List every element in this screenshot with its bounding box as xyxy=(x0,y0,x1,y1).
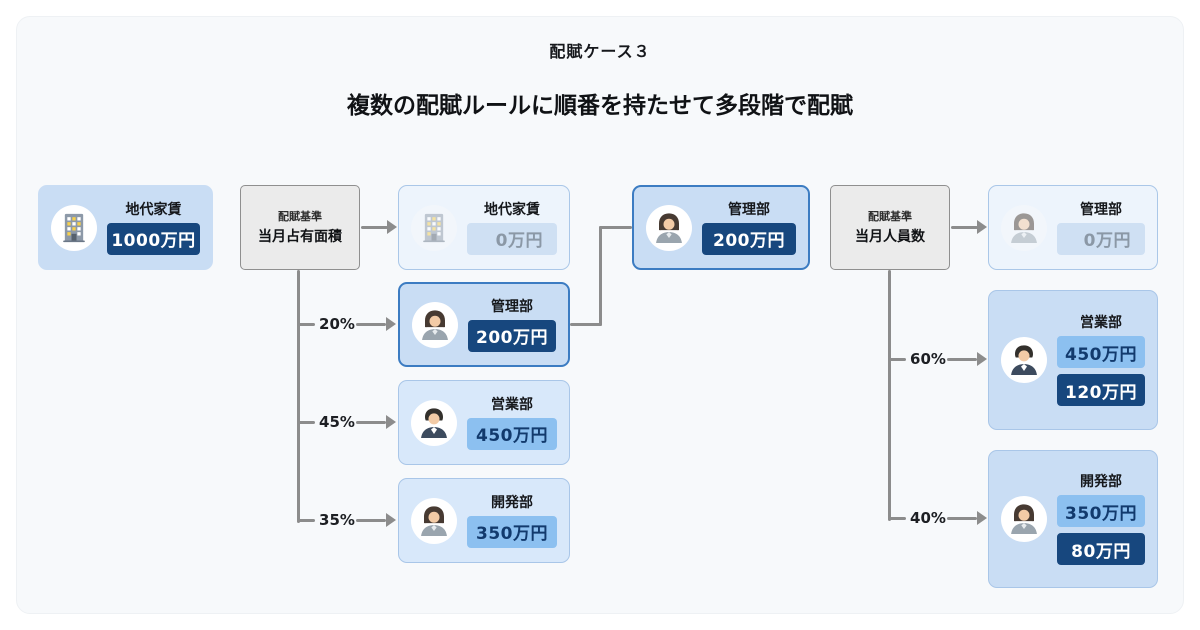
connector-line xyxy=(297,270,300,523)
arrow-right-icon xyxy=(977,220,987,234)
connector-line xyxy=(356,323,386,326)
node-label: 営業部 xyxy=(491,396,533,413)
amount-badge: 350万円 xyxy=(467,515,557,548)
connector-line xyxy=(888,358,906,361)
dept-node-admin-source: 管理部 200万円 xyxy=(632,185,810,270)
node-label: 管理部 xyxy=(1080,201,1122,218)
connector-line xyxy=(361,226,388,229)
connector-line xyxy=(297,421,315,424)
dept-node-dev-stage2: 開発部 350万円 80万円 xyxy=(988,450,1158,588)
woman-icon xyxy=(1001,496,1047,542)
man-icon xyxy=(411,399,457,446)
connector-line xyxy=(570,323,602,326)
amount-badge: 200万円 xyxy=(468,319,556,352)
basis-label: 当月占有面積 xyxy=(258,229,342,245)
dept-node-admin-stage1: 管理部 200万円 xyxy=(398,282,570,367)
node-label: 管理部 xyxy=(728,201,770,218)
allocation-basis-area: 配賦基準 当月占有面積 xyxy=(240,185,360,270)
basis-caption: 配賦基準 xyxy=(278,210,322,223)
amount-badge: 450万円 xyxy=(467,417,557,450)
connector-line xyxy=(599,226,632,229)
dept-node-dev-stage1: 開発部 350万円 xyxy=(398,478,570,563)
woman-icon xyxy=(646,204,692,251)
percent-label: 45% xyxy=(319,413,355,431)
basis-label: 当月人員数 xyxy=(855,229,925,245)
connector-line xyxy=(297,323,315,326)
woman-icon xyxy=(412,301,458,348)
node-label: 営業部 xyxy=(1080,315,1122,331)
connector-line xyxy=(297,519,315,522)
amount-badge-prev: 350万円 xyxy=(1057,495,1145,527)
arrow-right-icon xyxy=(977,352,987,366)
woman-icon xyxy=(411,497,457,544)
man-icon xyxy=(1001,337,1047,383)
woman-icon xyxy=(1001,204,1047,251)
arrow-right-icon xyxy=(386,317,396,331)
amount-badge: 0万円 xyxy=(467,222,557,255)
arrow-right-icon xyxy=(386,513,396,527)
amount-badge-new: 120万円 xyxy=(1057,374,1145,406)
node-label: 管理部 xyxy=(491,298,533,315)
percent-label: 40% xyxy=(910,509,946,527)
dept-node-admin-remainder: 管理部 0万円 xyxy=(988,185,1158,270)
node-label: 地代家賃 xyxy=(125,201,182,218)
connector-line xyxy=(951,226,978,229)
amount-badge-new: 80万円 xyxy=(1057,533,1145,565)
dept-node-sales-stage2: 営業部 450万円 120万円 xyxy=(988,290,1158,430)
allocation-basis-headcount: 配賦基準 当月人員数 xyxy=(830,185,950,270)
percent-label: 20% xyxy=(319,315,355,333)
arrow-right-icon xyxy=(387,220,397,234)
cost-node-rent-remainder: 地代家賃 0万円 xyxy=(398,185,570,270)
basis-caption: 配賦基準 xyxy=(868,210,912,223)
node-label: 開発部 xyxy=(491,494,533,511)
percent-label: 35% xyxy=(319,511,355,529)
connector-line xyxy=(947,358,977,361)
case-label: 配賦ケース３ xyxy=(549,42,651,61)
connector-line xyxy=(356,421,386,424)
arrow-right-icon xyxy=(386,415,396,429)
connector-line xyxy=(356,519,386,522)
node-label: 開発部 xyxy=(1080,474,1122,490)
amount-badge: 0万円 xyxy=(1057,222,1145,255)
connector-line xyxy=(888,517,906,520)
page-title: 複数の配賦ルールに順番を持たせて多段階で配賦 xyxy=(347,93,853,119)
node-label: 地代家賃 xyxy=(484,201,540,218)
amount-badge: 1000万円 xyxy=(107,222,200,255)
cost-node-rent-source: 地代家賃 1000万円 xyxy=(38,185,213,270)
connector-line xyxy=(599,226,602,326)
amount-badge: 200万円 xyxy=(702,222,796,255)
percent-label: 60% xyxy=(910,350,946,368)
amount-badge-prev: 450万円 xyxy=(1057,336,1145,368)
building-icon xyxy=(51,204,97,251)
building-icon xyxy=(411,204,457,251)
arrow-right-icon xyxy=(977,511,987,525)
connector-line xyxy=(888,270,891,521)
dept-node-sales-stage1: 営業部 450万円 xyxy=(398,380,570,465)
connector-line xyxy=(947,517,977,520)
